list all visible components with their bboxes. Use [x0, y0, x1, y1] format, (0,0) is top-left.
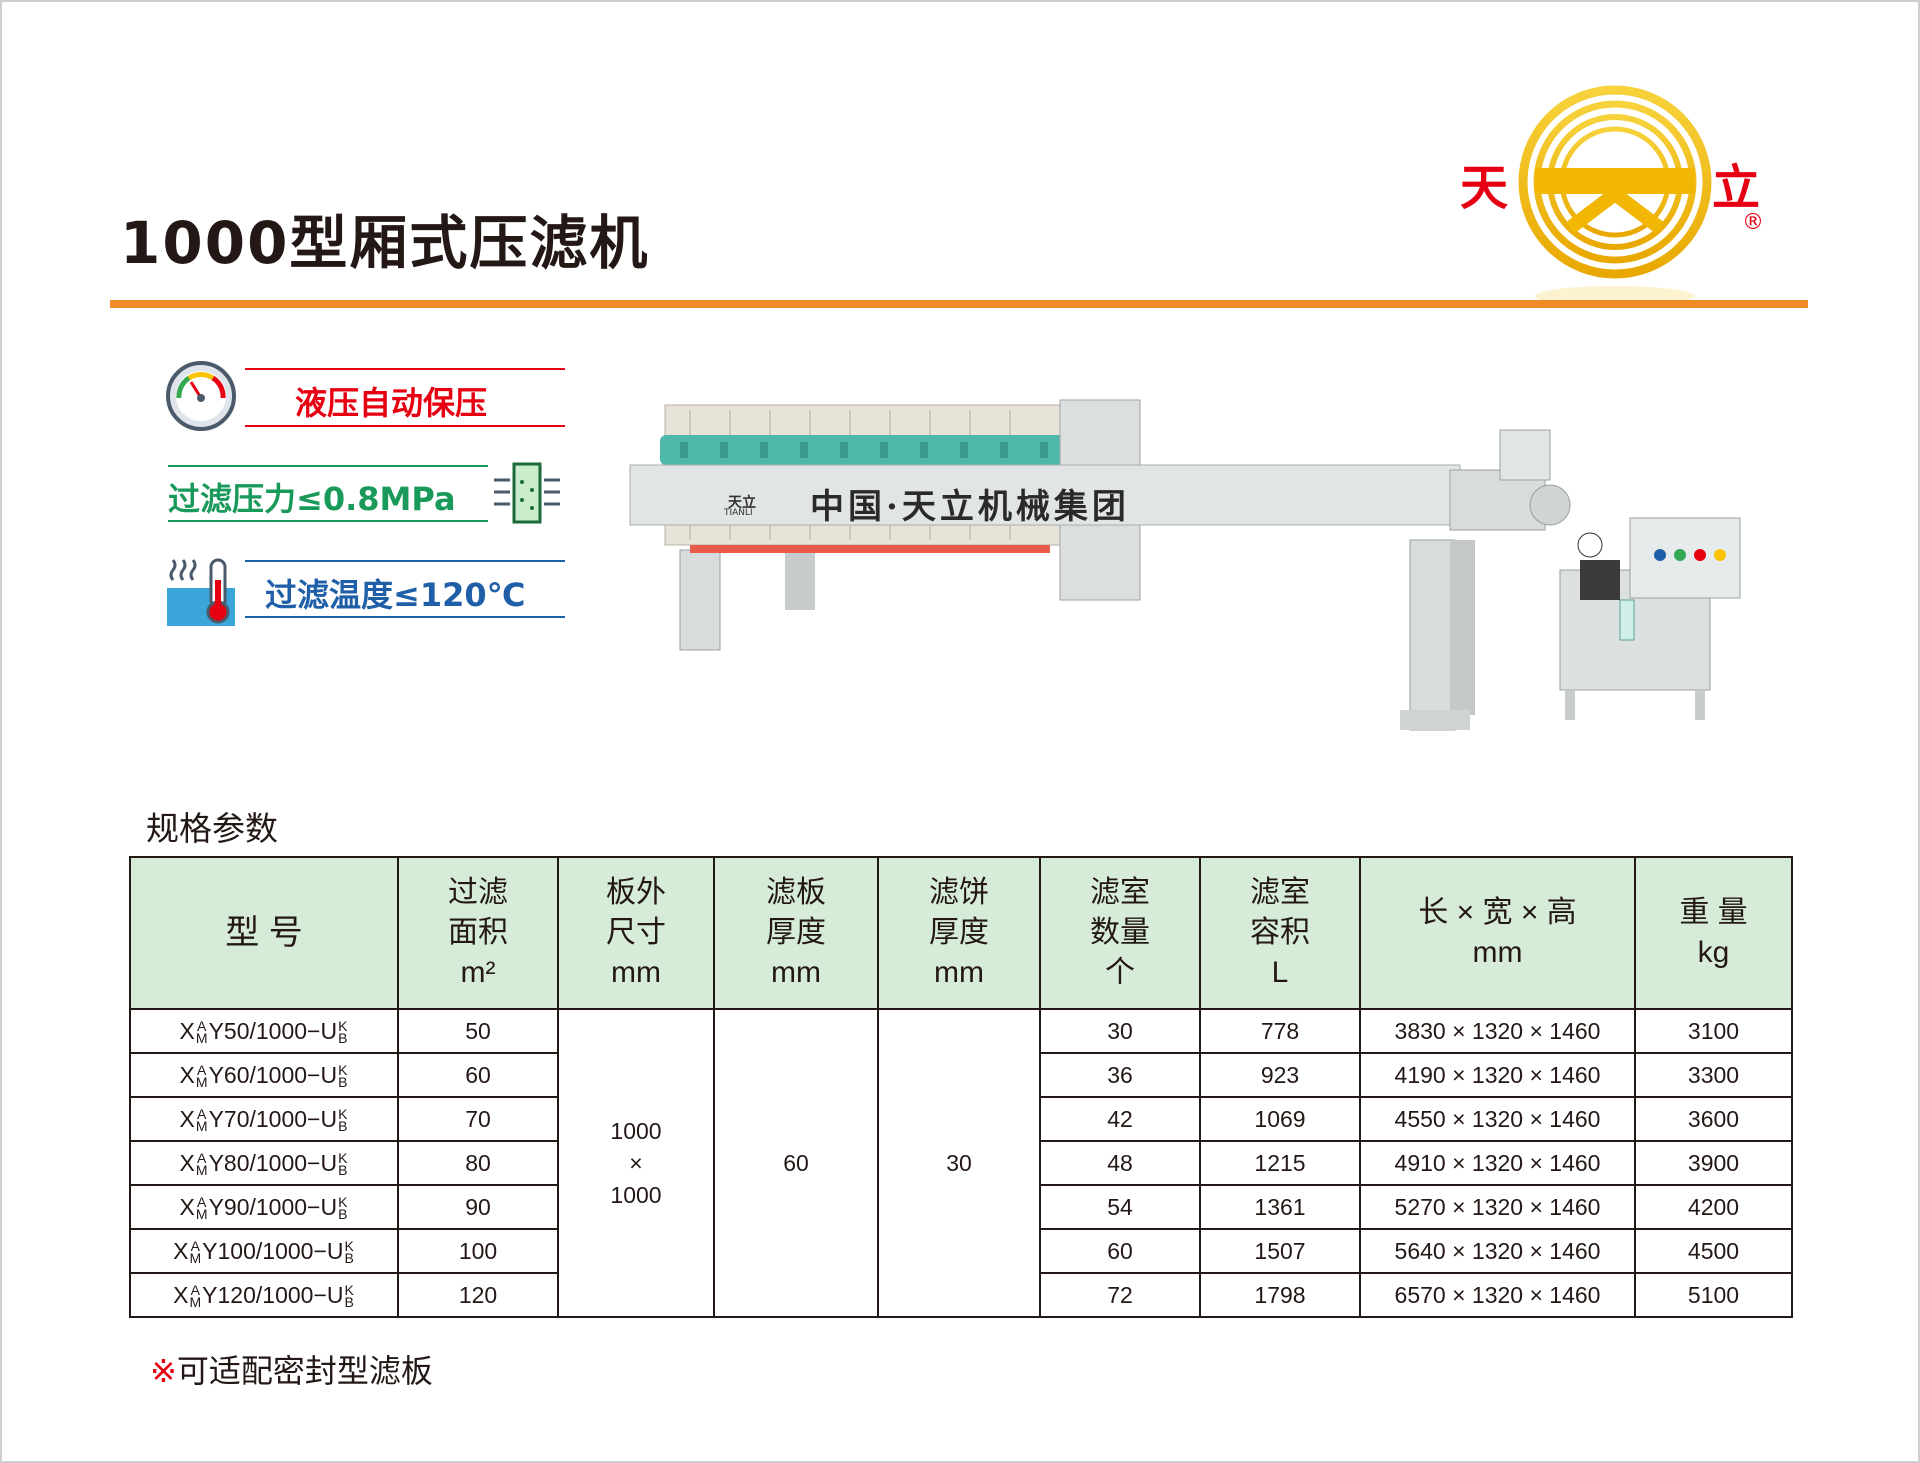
cell-weight: 3300: [1634, 1052, 1793, 1098]
feature-line-top: [245, 560, 565, 562]
cell-chamber-volume: 1507: [1199, 1228, 1361, 1274]
filter-press-machine-image: 天立 TIANLI 中国·天立机械集团: [620, 380, 1770, 770]
feature-line-bottom: [245, 425, 565, 427]
cell-cake-thickness: 30: [877, 1008, 1041, 1318]
machine-frame-text: 中国·天立机械集团: [810, 487, 1130, 527]
cell-chamber-count: 60: [1039, 1228, 1201, 1274]
cell-chamber-count: 30: [1039, 1008, 1201, 1054]
cell-dimensions: 6570 × 1320 × 1460: [1359, 1272, 1636, 1318]
cell-filter-area: 60: [397, 1052, 559, 1098]
cell-dimensions: 5270 × 1320 × 1460: [1359, 1184, 1636, 1230]
filter-plate-icon: [494, 462, 560, 524]
cell-chamber-volume: 1069: [1199, 1096, 1361, 1142]
cell-dimensions: 4190 × 1320 × 1460: [1359, 1052, 1636, 1098]
header-chamber-count: 滤室数量个: [1039, 856, 1201, 1010]
tianli-logo: 天 立 ®: [1450, 78, 1780, 308]
cell-filter-area: 100: [397, 1228, 559, 1274]
cell-weight: 5100: [1634, 1272, 1793, 1318]
cell-dimensions: 4550 × 1320 × 1460: [1359, 1096, 1636, 1142]
logo-char-right: 立: [1712, 160, 1761, 216]
logo-rings-icon: [1518, 85, 1712, 306]
cell-chamber-volume: 923: [1199, 1052, 1361, 1098]
orange-divider: [110, 300, 1808, 308]
cell-plate-thickness: 60: [713, 1008, 879, 1318]
footnote: ※可适配密封型滤板: [150, 1346, 433, 1392]
registered-mark: ®: [1742, 210, 1764, 235]
footnote-mark: ※: [150, 1352, 177, 1390]
header-model: 型 号: [129, 856, 399, 1010]
footnote-text: 可适配密封型滤板: [176, 1352, 433, 1390]
feature-line-bottom: [245, 616, 565, 618]
cell-filter-area: 90: [397, 1184, 559, 1230]
feature-line-top: [245, 368, 565, 370]
feature-text: 液压自动保压: [295, 384, 488, 422]
thermometer-icon: [167, 558, 235, 626]
cell-plate-size: 1000×1000: [557, 1008, 715, 1318]
cell-filter-area: 50: [397, 1008, 559, 1054]
feature-line-bottom: [168, 520, 488, 522]
cell-chamber-count: 54: [1039, 1184, 1201, 1230]
pressure-gauge-icon: [166, 361, 236, 431]
cell-chamber-count: 72: [1039, 1272, 1201, 1318]
cell-filter-area: 80: [397, 1140, 559, 1186]
cell-weight: 3100: [1634, 1008, 1793, 1054]
logo-char-left: 天: [1460, 160, 1509, 216]
feature-line-top: [168, 465, 488, 467]
spec-section-title: 规格参数: [146, 809, 278, 848]
feature-text: 过滤压力≤0.8MPa: [168, 480, 456, 518]
cell-weight: 4200: [1634, 1184, 1793, 1230]
machine-badge-top: 天立: [728, 495, 756, 511]
cell-dimensions: 4910 × 1320 × 1460: [1359, 1140, 1636, 1186]
cell-chamber-volume: 1361: [1199, 1184, 1361, 1230]
feature-text: 过滤温度≤120℃: [265, 576, 526, 614]
cell-weight: 4500: [1634, 1228, 1793, 1274]
cell-chamber-volume: 1798: [1199, 1272, 1361, 1318]
cell-dimensions: 3830 × 1320 × 1460: [1359, 1008, 1636, 1054]
machine-badge-bottom: TIANLI: [724, 508, 753, 518]
cell-weight: 3600: [1634, 1096, 1793, 1142]
cell-weight: 3900: [1634, 1140, 1793, 1186]
cell-chamber-count: 36: [1039, 1052, 1201, 1098]
cell-chamber-volume: 1215: [1199, 1140, 1361, 1186]
cell-dimensions: 5640 × 1320 × 1460: [1359, 1228, 1636, 1274]
cell-chamber-count: 42: [1039, 1096, 1201, 1142]
cell-chamber-volume: 778: [1199, 1008, 1361, 1054]
cell-filter-area: 70: [397, 1096, 559, 1142]
page-title: 1000型厢式压滤机: [120, 209, 650, 277]
cell-chamber-count: 48: [1039, 1140, 1201, 1186]
cell-filter-area: 120: [397, 1272, 559, 1318]
